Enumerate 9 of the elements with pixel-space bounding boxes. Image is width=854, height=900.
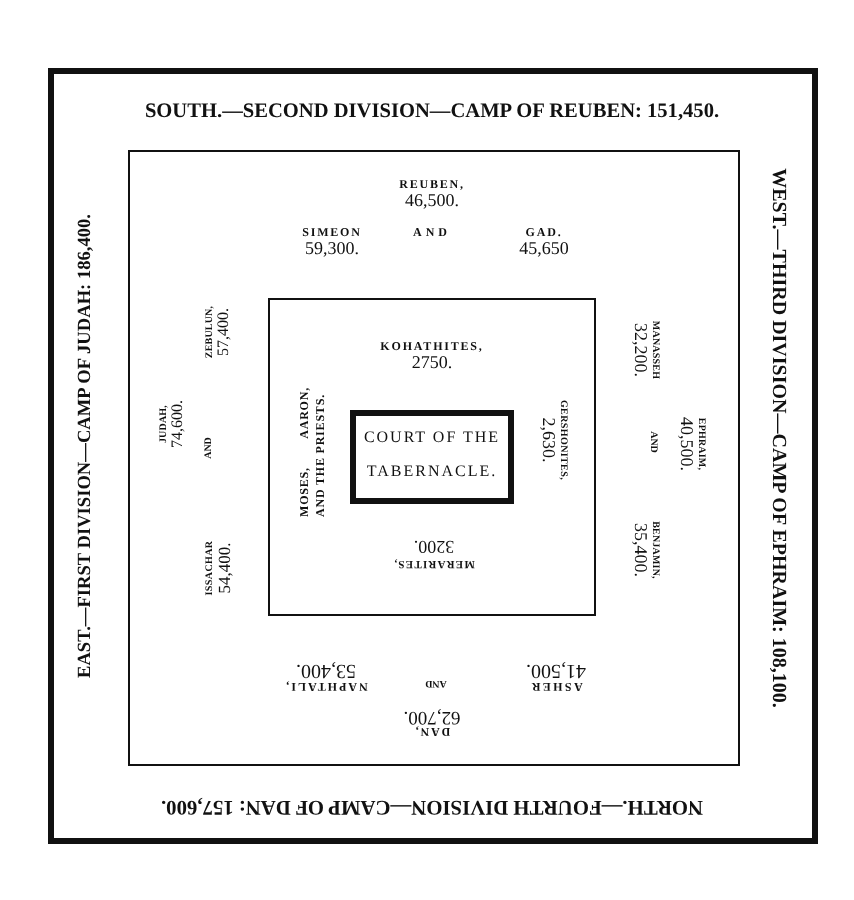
division-heading: NORTH.—FOURTH DIVISION—CAMP OF DAN: 157,600. <box>160 793 704 815</box>
division-heading: SOUTH.—SECOND DIVISION—CAMP OF REUBEN: 151,450. <box>144 103 720 125</box>
camp-frame <box>48 68 818 844</box>
levites-frame <box>268 298 596 616</box>
court-frame <box>350 410 514 504</box>
court-label: COURT OF THE TABERNACLE. <box>361 426 503 484</box>
division-heading: WEST.—THIRD DIVISION—CAMP OF EPHRAIM: 108,100. <box>765 168 787 708</box>
tribes-frame <box>128 150 740 766</box>
division-heading: EAST.—FIRST DIVISION—CAMP OF JUDAH: 186,400. <box>78 214 98 678</box>
